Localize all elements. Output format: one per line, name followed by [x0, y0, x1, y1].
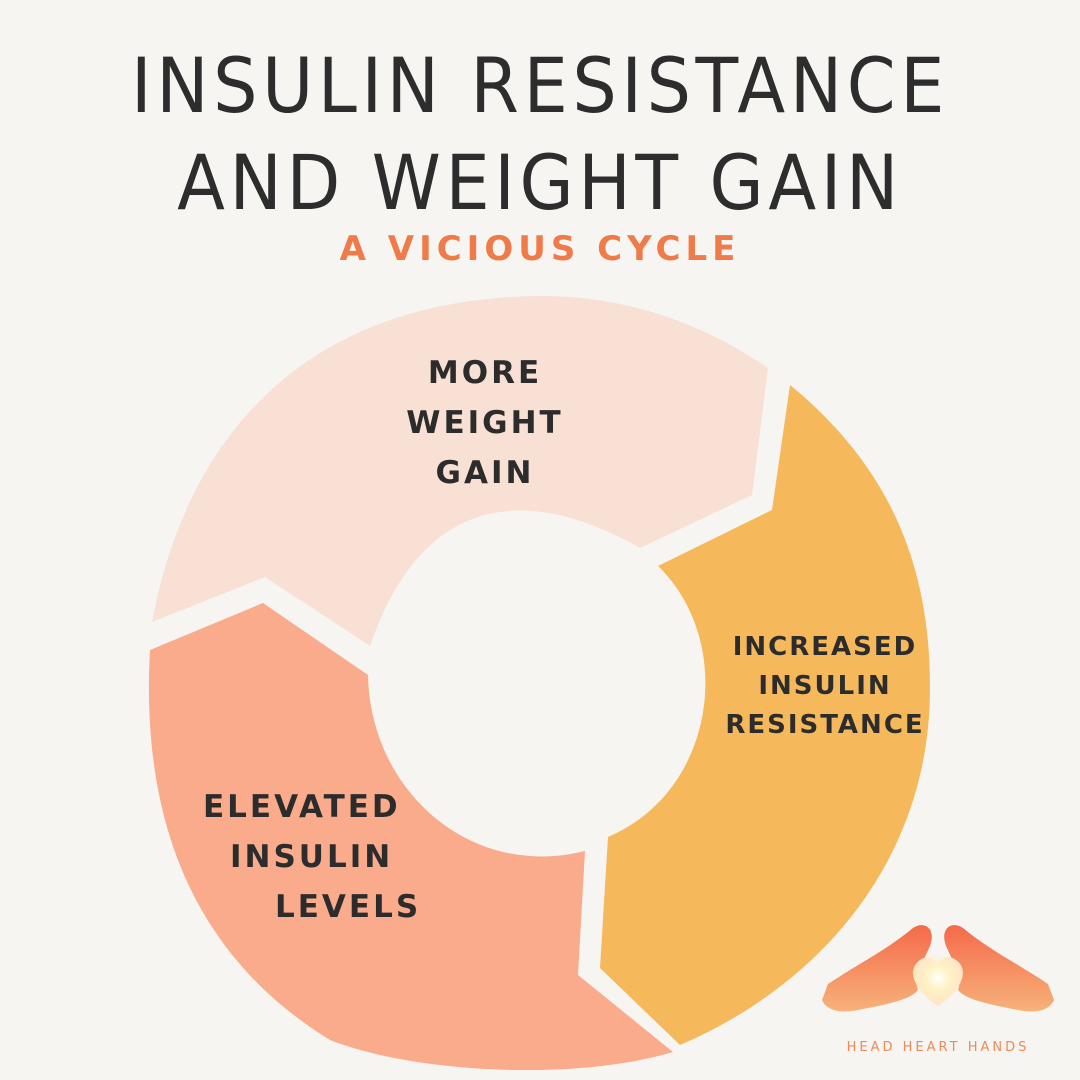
- cycle-label-line: RESISTANCE: [725, 710, 925, 740]
- cycle-label-line: INSULIN: [230, 839, 394, 875]
- cycle-label-line: LEVELS: [275, 889, 422, 925]
- hands-heart-icon: [822, 925, 1054, 1012]
- cycle-segment-weight-gain: [152, 296, 768, 646]
- cycle-label-line: WEIGHT: [406, 405, 564, 441]
- cycle-label-line: ELEVATED: [203, 789, 401, 825]
- cycle-label-line: GAIN: [435, 455, 535, 491]
- brand-name: HEAD HEART HANDS: [846, 1040, 1030, 1055]
- cycle-label-increased-insulin-resistance: INCREASED INSULIN RESISTANCE: [715, 628, 935, 745]
- cycle-label-elevated-insulin-levels: ELEVATED INSULIN LEVELS: [185, 782, 485, 932]
- cycle-label-line: MORE: [427, 355, 543, 391]
- cycle-label-line: INSULIN: [758, 671, 892, 701]
- cycle-segment-insulin-resistance: [600, 385, 930, 1045]
- cycle-segment-elevated-insulin: [148, 603, 673, 1071]
- page-title-line-1: INSULIN RESISTANCE: [131, 41, 949, 130]
- cycle-label-line: INCREASED: [732, 632, 918, 662]
- cycle-label-more-weight-gain: MORE WEIGHT GAIN: [335, 348, 635, 498]
- page-title-line-2: AND WEIGHT GAIN: [177, 138, 903, 227]
- page-subtitle: A VICIOUS CYCLE: [339, 229, 741, 269]
